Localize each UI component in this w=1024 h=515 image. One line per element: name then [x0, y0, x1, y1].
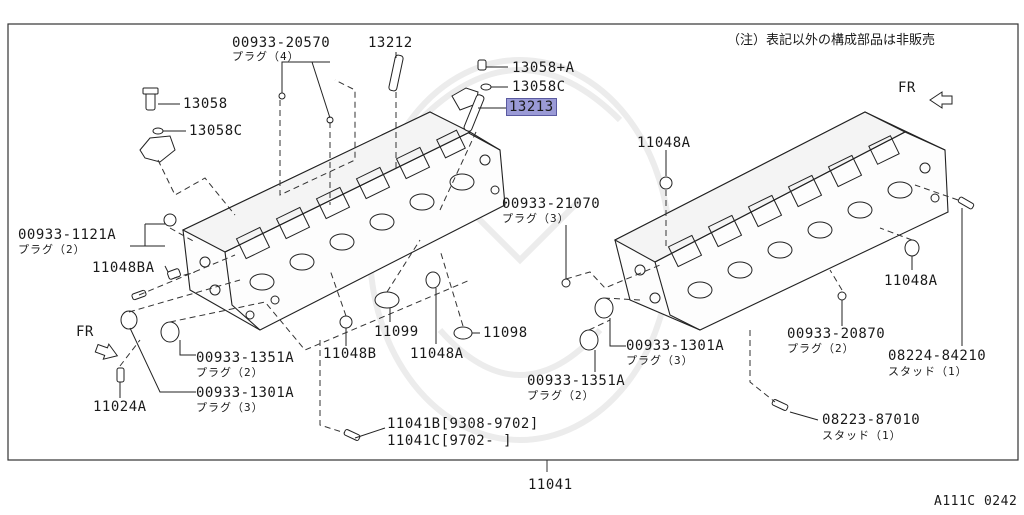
leader-lines: [119, 52, 963, 439]
part-desc-00933-1121A: プラグ（2）: [18, 243, 86, 256]
part-number-00933-20870[interactable]: 00933-20870: [787, 326, 886, 342]
part-number-11041B[interactable]: 11041B[9308-9702]: [387, 416, 539, 432]
diagram-code: A111C 0242: [934, 494, 1018, 509]
part-number-13058[interactable]: 13058: [183, 96, 228, 112]
part-number-11024A[interactable]: 11024A: [93, 399, 147, 415]
part-desc-00933-21070: プラグ（3）: [502, 212, 570, 225]
right-cylinder-head: [613, 111, 949, 331]
part-number-08223-87010[interactable]: 08223-87010: [822, 412, 921, 428]
part-desc-00933-1351A-right: プラグ（2）: [527, 389, 595, 402]
part-number-13058+A[interactable]: 13058+A: [512, 60, 575, 76]
diagram-frame: [7, 23, 1019, 461]
part-number-00933-1301A-left[interactable]: 00933-1301A: [196, 385, 295, 401]
part-number-13212[interactable]: 13212: [368, 35, 413, 51]
part-desc-00933-20870: プラグ（2）: [787, 342, 855, 355]
fr-label-right: FR: [898, 80, 916, 96]
part-number-00933-20570[interactable]: 00933-20570: [232, 35, 331, 51]
part-desc-00933-1301A-right: プラグ（3）: [626, 354, 694, 367]
part-desc-00933-1301A-left: プラグ（3）: [196, 401, 264, 414]
part-number-00933-1301A-right[interactable]: 00933-1301A: [626, 338, 725, 354]
part-desc-00933-1351A-left: プラグ（2）: [196, 366, 264, 379]
part-number-08224-84210[interactable]: 08224-84210: [888, 348, 987, 364]
part-number-13213-highlighted[interactable]: 13213: [506, 98, 557, 116]
part-number-00933-1351A-right[interactable]: 00933-1351A: [527, 373, 626, 389]
assembly-number[interactable]: 11041: [528, 477, 573, 493]
part-number-11041C[interactable]: 11041C[9702- ]: [387, 433, 513, 449]
part-number-11048A-top[interactable]: 11048A: [637, 135, 691, 151]
part-desc-08224-84210: スタッド（1）: [888, 365, 968, 378]
part-number-13058C[interactable]: 13058C: [189, 123, 243, 139]
part-number-11048A-right[interactable]: 11048A: [884, 273, 938, 289]
non-sale-note: （注）表記以外の構成部品は非販売: [727, 33, 936, 48]
part-number-11048A-mid[interactable]: 11048A: [410, 346, 464, 362]
part-desc-00933-20570: プラグ（4）: [232, 50, 300, 63]
dashed-lines: [119, 79, 959, 434]
part-number-11099[interactable]: 11099: [374, 324, 419, 340]
part-number-11098[interactable]: 11098: [483, 325, 528, 341]
part-desc-08223-87010: スタッド（1）: [822, 429, 902, 442]
left-cylinder-head: [181, 111, 506, 331]
part-number-11048BA[interactable]: 11048BA: [92, 260, 155, 276]
part-number-11048B[interactable]: 11048B: [323, 346, 377, 362]
fr-label-left: FR: [76, 324, 94, 340]
part-number-00933-21070[interactable]: 00933-21070: [502, 196, 601, 212]
part-number-00933-1121A[interactable]: 00933-1121A: [18, 227, 117, 243]
fr-arrow-icon: [94, 91, 953, 360]
part-number-13058C-top[interactable]: 13058C: [512, 79, 566, 95]
small-parts: [116, 54, 975, 441]
part-number-00933-1351A-left[interactable]: 00933-1351A: [196, 350, 295, 366]
